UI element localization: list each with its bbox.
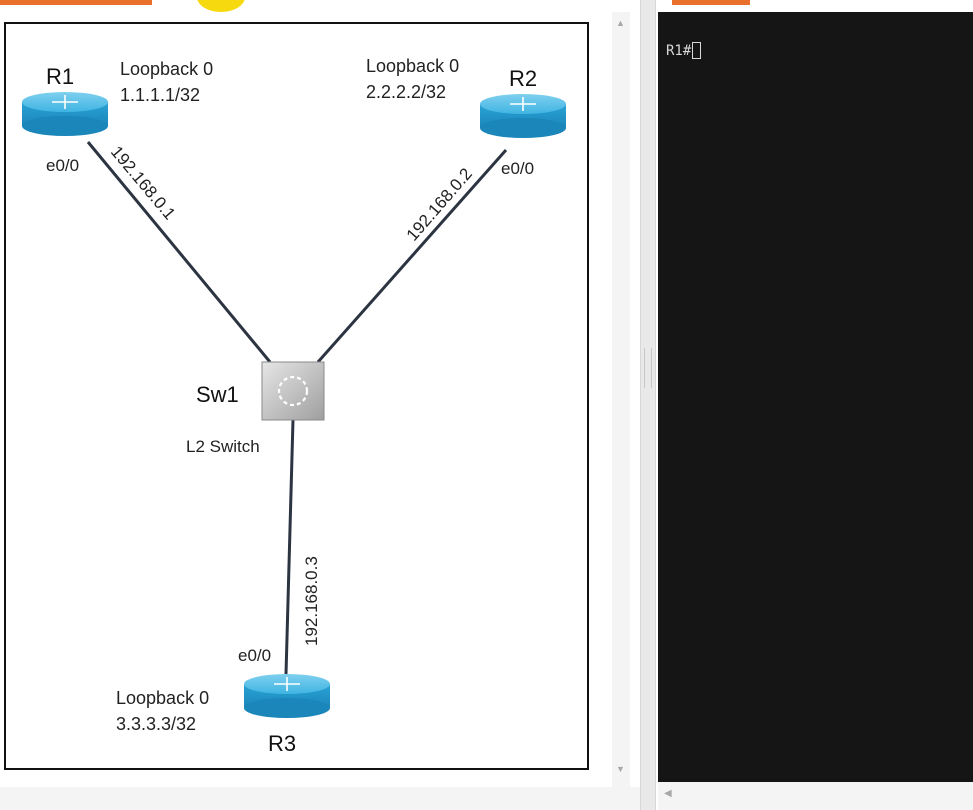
router-r3-link-ip: 192.168.0.3 (302, 556, 321, 646)
router-r3-loopback-label: Loopback 0 (116, 688, 209, 708)
router-r3-loopback-ip: 3.3.3.3/32 (116, 714, 196, 734)
router-r1-loopback-label: Loopback 0 (120, 59, 213, 79)
router-r3-name: R3 (268, 731, 296, 756)
pane-splitter[interactable] (640, 0, 656, 810)
switch-sw1-name: Sw1 (196, 382, 239, 407)
terminal-console[interactable]: R1# (658, 12, 973, 782)
router-r1-name: R1 (46, 64, 74, 89)
topology-svg: R1 Loopback 0 1.1.1.1/32 e0/0 192.168.0.… (21, 56, 567, 756)
terminal-horizontal-scrollbar[interactable]: ◀ (658, 782, 973, 810)
terminal-cursor (692, 42, 702, 59)
diagram-tabstrip (0, 0, 640, 12)
router-r1-icon[interactable] (21, 91, 109, 137)
router-r2-loopback-ip: 2.2.2.2/32 (366, 82, 446, 102)
diagram-tab-active[interactable] (0, 0, 152, 5)
link-sw1-r3 (284, 419, 295, 675)
router-r2-icon[interactable] (479, 93, 567, 139)
splitter-grip-icon[interactable] (644, 348, 652, 388)
router-r1-interface: e0/0 (46, 156, 79, 175)
router-r2-link-ip: 192.168.0.2 (403, 164, 476, 244)
link-r1-sw1 (86, 141, 272, 363)
scroll-left-icon[interactable]: ◀ (664, 788, 672, 799)
router-r3-interface: e0/0 (238, 646, 271, 665)
switch-sw1-type: L2 Switch (186, 437, 260, 456)
topology-diagram: R1 Loopback 0 1.1.1.1/32 e0/0 192.168.0.… (4, 22, 589, 770)
scroll-up-icon[interactable]: ▲ (616, 18, 625, 28)
diagram-pane: R1 Loopback 0 1.1.1.1/32 e0/0 192.168.0.… (0, 0, 640, 810)
router-r3-icon[interactable] (243, 673, 331, 719)
link-r2-sw1 (316, 149, 508, 363)
switch-sw1-icon[interactable] (261, 361, 325, 421)
scroll-down-icon[interactable]: ▼ (616, 764, 625, 774)
router-r2-name: R2 (509, 66, 537, 91)
router-r1-link-ip: 192.168.0.1 (107, 142, 179, 223)
terminal-prompt-line: R1# (666, 42, 702, 59)
terminal-prompt: R1# (666, 42, 692, 59)
terminal-tab-active[interactable] (672, 0, 750, 5)
router-r1-loopback-ip: 1.1.1.1/32 (120, 85, 200, 105)
diagram-bottom-bar (0, 787, 640, 810)
diagram-vertical-scrollbar[interactable]: ▲ ▼ (612, 12, 630, 787)
router-r2-interface: e0/0 (501, 159, 534, 178)
cursor-highlight (197, 0, 245, 12)
router-r2-loopback-label: Loopback 0 (366, 56, 459, 76)
terminal-pane: R1# ◀ (656, 0, 973, 810)
